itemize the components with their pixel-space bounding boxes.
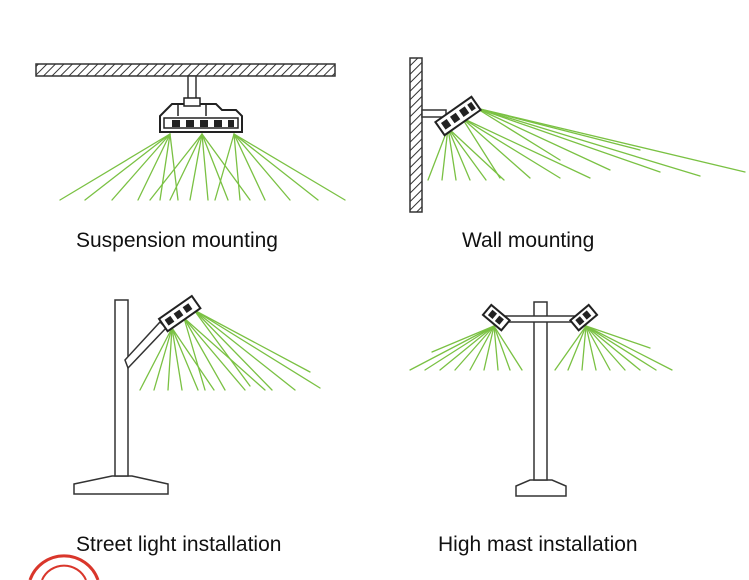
- wall-mounted-floodlight-icon: [433, 95, 483, 137]
- high-mast-installation-caption: High mast installation: [438, 533, 638, 556]
- suspension-light-beam: [59, 133, 346, 201]
- wall-light-beam: [427, 107, 746, 181]
- suspension-panel: [35, 63, 346, 201]
- wall-panel: [409, 57, 746, 213]
- wall: [409, 57, 423, 213]
- street-pole-base: [73, 475, 169, 495]
- red-stamp-logo: [28, 554, 100, 580]
- suspension-mounting-caption: Suspension mounting: [76, 229, 278, 252]
- mast-left-beam: [409, 325, 523, 371]
- mast-base: [515, 479, 567, 497]
- high-mast-double-floodlight-icon: [481, 303, 599, 332]
- street-light-pole-icon: [157, 294, 202, 333]
- ceiling: [35, 63, 336, 77]
- mast-crossbar: [497, 315, 583, 323]
- mast-pole: [533, 301, 548, 481]
- street-pole-arm: [124, 320, 168, 370]
- street-pole: [114, 299, 129, 477]
- suspension-rod: [187, 75, 197, 101]
- ceiling-suspended-floodlight-icon: [159, 97, 243, 133]
- wall-mounting-caption: Wall mounting: [462, 229, 595, 252]
- street-panel: [73, 294, 321, 495]
- mast-right-beam: [554, 325, 673, 371]
- street-light-installation-caption: Street light installation: [76, 533, 282, 556]
- mast-panel: [409, 301, 673, 497]
- street-light-beam: [139, 309, 321, 391]
